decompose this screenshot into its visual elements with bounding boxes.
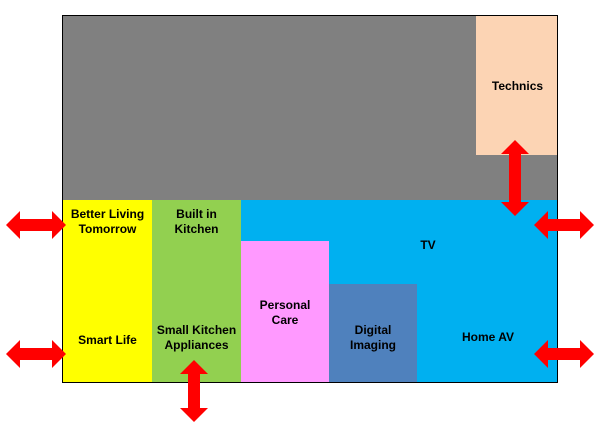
left-arrow-bottom <box>6 340 66 368</box>
better-living-label: Better Living Tomorrow <box>70 207 145 236</box>
technics-region: Technics <box>476 16 557 155</box>
digital-imaging-region <box>329 284 417 382</box>
personal-care-label: Personal Care <box>259 298 311 327</box>
technics-label: Technics <box>491 78 544 93</box>
left-arrow-top <box>6 211 66 239</box>
digital-imaging-label: Digital Imaging <box>349 323 396 352</box>
right-arrow-bottom <box>534 340 594 368</box>
technics-vertical-arrow <box>501 140 529 216</box>
better-living-region <box>63 200 152 382</box>
personal-care-region <box>241 241 329 382</box>
tv-label: TV <box>420 238 436 252</box>
right-arrow-top <box>534 211 594 239</box>
small-kitchen-vertical-arrow <box>180 360 208 422</box>
built-in-kitchen-label: Built in Kitchen <box>174 207 219 236</box>
home-av-label: Home AV <box>461 330 514 344</box>
small-kitchen-label: Small Kitchen Appliances <box>156 323 237 352</box>
business-portfolio-frame: Technics Better Living Tomorrow Smart Li… <box>62 15 558 383</box>
built-in-kitchen-region <box>152 200 241 382</box>
smart-life-label: Smart Life <box>78 333 137 347</box>
